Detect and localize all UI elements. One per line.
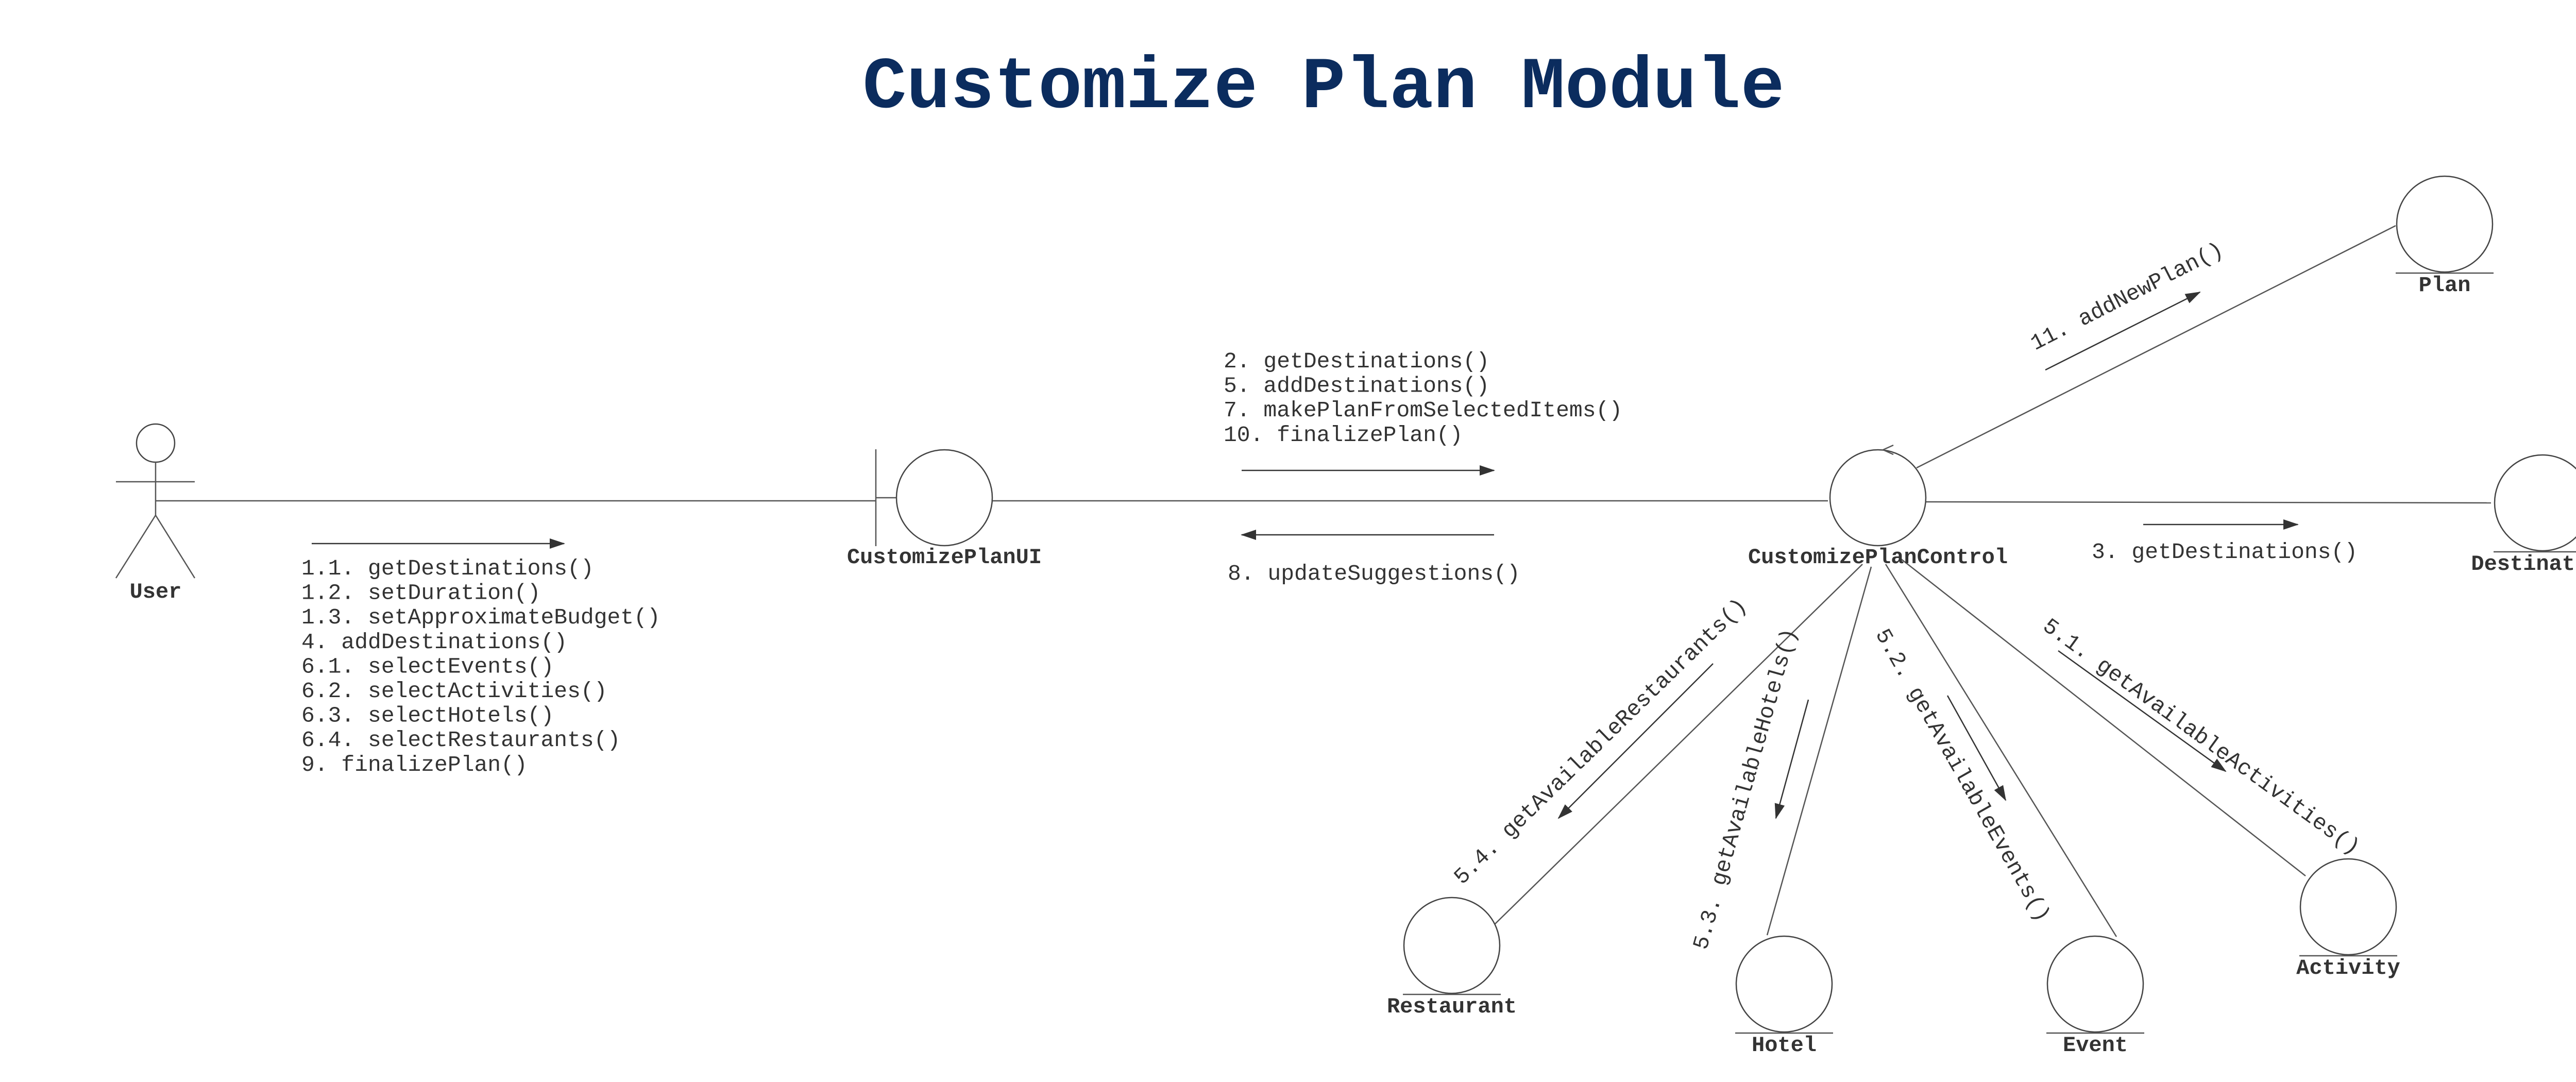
arrow-control-to-event <box>1946 695 2007 801</box>
destination-entity[interactable]: Destination <box>2471 454 2576 577</box>
boundary-circle <box>895 449 993 547</box>
messages-ui-to-control: 2. getDestinations() 5. addDestinations(… <box>1224 349 1636 448</box>
arrow-control-to-plan <box>2045 291 2201 371</box>
message-line: 1.3. setApproximateBudget() <box>301 605 660 630</box>
message-control-to-ui: 8. updateSuggestions() <box>1228 561 1520 586</box>
user-actor[interactable]: User <box>115 423 196 604</box>
diagram-title: Customize Plan Module <box>862 46 1785 129</box>
message-line: 10. finalizePlan() <box>1224 422 1463 448</box>
user-label: User <box>130 580 182 604</box>
message-control-to-restaurant: 5.4. getAvailableRestaurants() <box>1449 594 1752 890</box>
customize-plan-control[interactable]: CustomizePlanControl <box>1748 444 2008 570</box>
entity-circle <box>1403 897 1501 994</box>
hotel-label: Hotel <box>1752 1033 1817 1058</box>
message-line: 6.3. selectHotels() <box>301 703 554 729</box>
message-line: 2. getDestinations() <box>1224 349 1489 374</box>
arrow-control-to-restaurant <box>1557 663 1714 819</box>
link-control-event <box>1885 564 2117 937</box>
control-arrowhead <box>1881 444 1894 455</box>
entity-circle <box>2299 858 2397 956</box>
message-line: 6.2. selectActivities() <box>301 679 607 704</box>
restaurant-label: Restaurant <box>1387 994 1517 1019</box>
link-control-plan <box>1916 225 2396 469</box>
entity-circle <box>2494 454 2576 552</box>
entity-circle <box>2046 935 2144 1033</box>
message-control-to-activity: 5.1. getAvailableActivities() <box>2038 614 2364 860</box>
message-line: 7. makePlanFromSelectedItems() <box>1224 398 1622 423</box>
activity-entity[interactable]: Activity <box>2296 858 2400 980</box>
entity-circle <box>2396 175 2494 273</box>
arrow-control-to-activity <box>2058 650 2227 772</box>
entity-circle <box>1735 935 1833 1033</box>
control-circle <box>1829 449 1927 547</box>
message-control-to-hotel: 5.3. getAvailableHotels() <box>1688 625 1803 952</box>
plan-entity[interactable]: Plan <box>2396 175 2494 298</box>
arrow-control-to-hotel <box>1774 699 1809 819</box>
control-label: CustomizePlanControl <box>1748 545 2008 570</box>
hotel-entity[interactable]: Hotel <box>1735 935 1833 1058</box>
event-entity[interactable]: Event <box>2046 935 2144 1058</box>
message-line: 1.2. setDuration() <box>301 581 540 606</box>
message-line: 9. finalizePlan() <box>301 752 528 777</box>
message-arrows <box>312 291 2299 819</box>
message-line: 5. addDestinations() <box>1224 374 1489 399</box>
message-line: 4. addDestinations() <box>301 630 567 655</box>
destination-label: Destination <box>2471 552 2576 577</box>
message-control-to-destination: 3. getDestinations() <box>2092 539 2358 565</box>
restaurant-entity[interactable]: Restaurant <box>1387 897 1517 1019</box>
message-control-to-plan: 11. addNewPlan() <box>2027 237 2228 356</box>
actor-head <box>135 423 176 463</box>
message-line: 6.4. selectRestaurants() <box>301 728 620 753</box>
message-control-to-event: 5.2. getAvailableEvents() <box>1870 624 2055 926</box>
actor-left-leg <box>115 515 157 579</box>
message-line: 1.1. getDestinations() <box>301 556 594 581</box>
activity-label: Activity <box>2296 956 2400 980</box>
link-control-destination <box>1924 501 2492 504</box>
link-control-activity <box>1901 559 2306 876</box>
customize-plan-ui-boundary[interactable]: CustomizePlanUI <box>847 449 1042 570</box>
event-label: Event <box>2063 1033 2128 1058</box>
plan-label: Plan <box>2419 273 2471 298</box>
links <box>156 225 2492 937</box>
actor-right-leg <box>155 515 196 579</box>
message-line: 6.1. selectEvents() <box>301 654 554 679</box>
link-control-restaurant <box>1494 564 1863 925</box>
ui-label: CustomizePlanUI <box>847 545 1042 570</box>
messages-user-to-ui: 1.1. getDestinations() 1.2. setDuration(… <box>301 556 674 777</box>
link-control-hotel <box>1766 566 1872 936</box>
